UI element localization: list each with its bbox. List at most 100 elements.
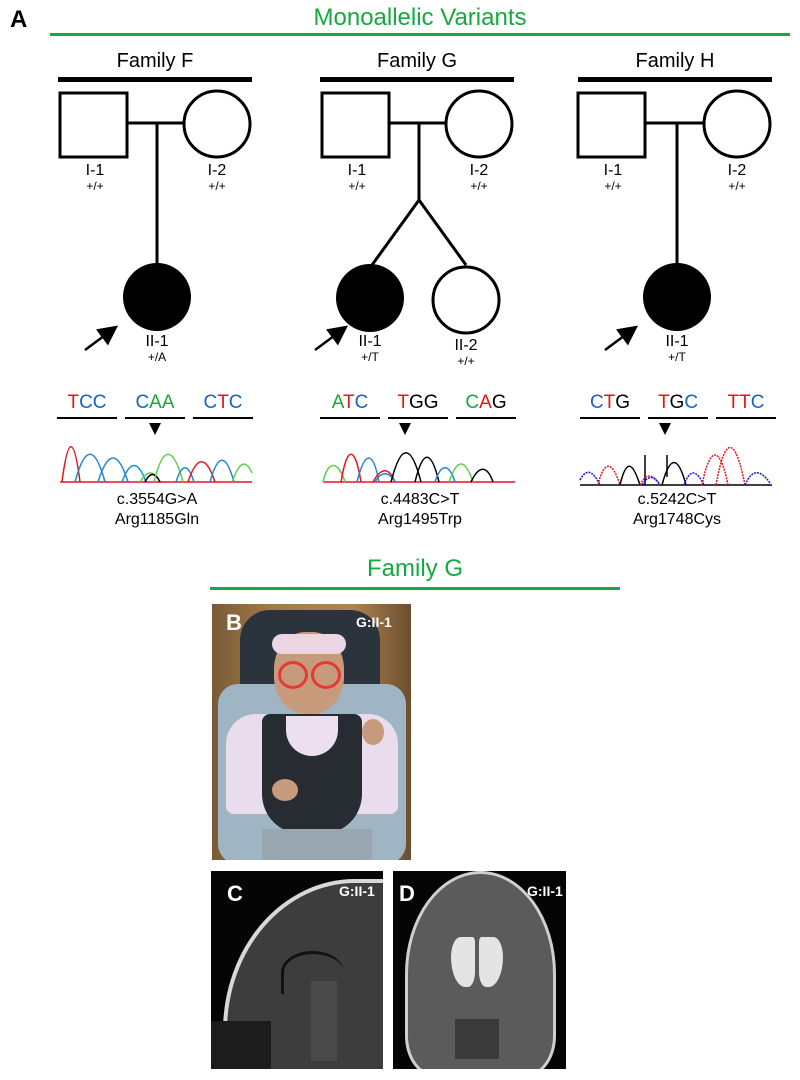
nucleotide-base: C [135,392,150,413]
nucleotide-base: T [397,392,410,413]
mutation-marker-icon [149,423,161,435]
red-glasses [278,661,308,689]
codon: ATC [320,392,380,414]
family-h-proband-id: II-1 [665,333,689,350]
nucleotide-base: G [491,392,507,413]
proband-arrow [604,325,639,352]
proband-arrow [84,325,119,352]
codon: TGC [648,392,708,414]
panel-c-sagittal-mri: C G:II-1 [211,871,383,1069]
codon-underline [57,417,117,419]
family-h-mother-id: I-2 [727,162,747,179]
mutation-marker-icon [659,423,671,435]
mother-circle [182,89,252,159]
pedigree-family-f [58,89,252,352]
nucleotide-base: C [589,392,604,413]
panel-b-letter: B [226,610,242,635]
family-h-protein: Arg1748Cys [632,511,722,528]
family-g-cdna: c.4483C>T [380,491,460,508]
nucleotide-base: G [409,392,424,413]
nucleotide-base: C [79,392,93,413]
mother-circle [444,89,514,159]
monoallelic-title-rule [50,33,790,36]
family-h-cdna: c.5242C>T [637,491,717,508]
panel-b-patient-photo: B G:II-1 [212,604,411,860]
family-f-mother-id: I-2 [207,162,227,179]
panel-d-coronal-mri: D G:II-1 [393,871,566,1069]
nucleotide-base: C [465,392,480,413]
family-h-father-id: I-1 [603,162,623,179]
family-g-father-genotype: +/+ [348,179,366,193]
nucleotide-base: G [669,392,685,413]
nucleotide-base: A [331,392,343,413]
proband-affected-circle [643,263,711,331]
family-h-proband-genotype: +/T [668,350,686,364]
codon-underline [648,417,708,419]
family-h-mother-genotype: +/+ [728,179,746,193]
codon: CTG [580,392,640,414]
family-g-section-title: Family G [367,555,463,582]
nucleotide-base: T [342,392,355,413]
sibship-line-left [370,199,421,266]
codon: TTC [716,392,776,414]
family-h-rule [578,77,772,82]
family-g-proband-id: II-1 [358,333,382,350]
family-f-cdna: c.3554G>A [116,491,198,508]
father-square [576,91,647,159]
nucleotide-base: C [92,392,107,413]
family-g-mother-genotype: +/+ [470,179,488,193]
chromatogram-family-f [60,446,253,483]
sibship-line-right [417,199,468,266]
panel-d-letter: D [399,881,415,906]
nucleotide-base: C [203,392,218,413]
family-g-proband-genotype: +/T [361,350,379,364]
family-f-title: Family F [116,50,194,72]
family-h-title: Family H [635,50,715,72]
mother-circle [702,89,772,159]
family-f-rule [58,77,252,82]
family-f-proband-id: II-1 [145,333,169,350]
codon: CAA [125,392,185,414]
sibling-unaffected-circle [431,265,501,335]
nucleotide-base: C [228,392,243,413]
family-h-father-genotype: +/+ [604,179,622,193]
codon-underline [580,417,640,419]
pedigree-family-g [314,89,514,352]
codon: TGG [388,392,448,414]
family-f-proband-genotype: +/A [147,350,167,364]
family-g-protein: Arg1495Trp [378,511,462,528]
nucleotide-base: T [67,392,80,413]
family-f-protein: Arg1185Gln [114,511,200,528]
codon-underline [320,417,380,419]
nucleotide-base: T [657,392,670,413]
father-square [320,91,391,159]
chromatogram-family-g [322,452,515,483]
codon-underline [388,417,448,419]
codon: CAG [456,392,516,414]
family-g-mother-id: I-2 [469,162,489,179]
proband-arrow [314,325,349,352]
chromatogram-family-h [579,447,772,486]
nucleotide-base: T [603,392,616,413]
family-g-sibling-id: II-2 [454,337,478,354]
panel-c-subject-label: G:II-1 [339,883,375,899]
pedigree-diagrams [58,89,772,486]
codon: TCC [57,392,117,414]
family-g-section-rule [210,587,620,590]
panel-c-letter: C [227,881,243,906]
nucleotide-base: C [684,392,699,413]
family-f-mother-genotype: +/+ [208,179,226,193]
family-g-father-id: I-1 [347,162,367,179]
panel-b-subject-label: G:II-1 [356,614,392,630]
monoallelic-variants-title: Monoallelic Variants [313,4,527,31]
codon-underline [125,417,185,419]
family-g-rule [320,77,514,82]
family-g-sibling-genotype: +/+ [457,354,475,368]
family-f-father-genotype: +/+ [86,179,104,193]
father-square [58,91,129,159]
pedigree-family-h [576,89,772,352]
nucleotide-base: G [423,392,439,413]
mutation-marker-icon [399,423,411,435]
